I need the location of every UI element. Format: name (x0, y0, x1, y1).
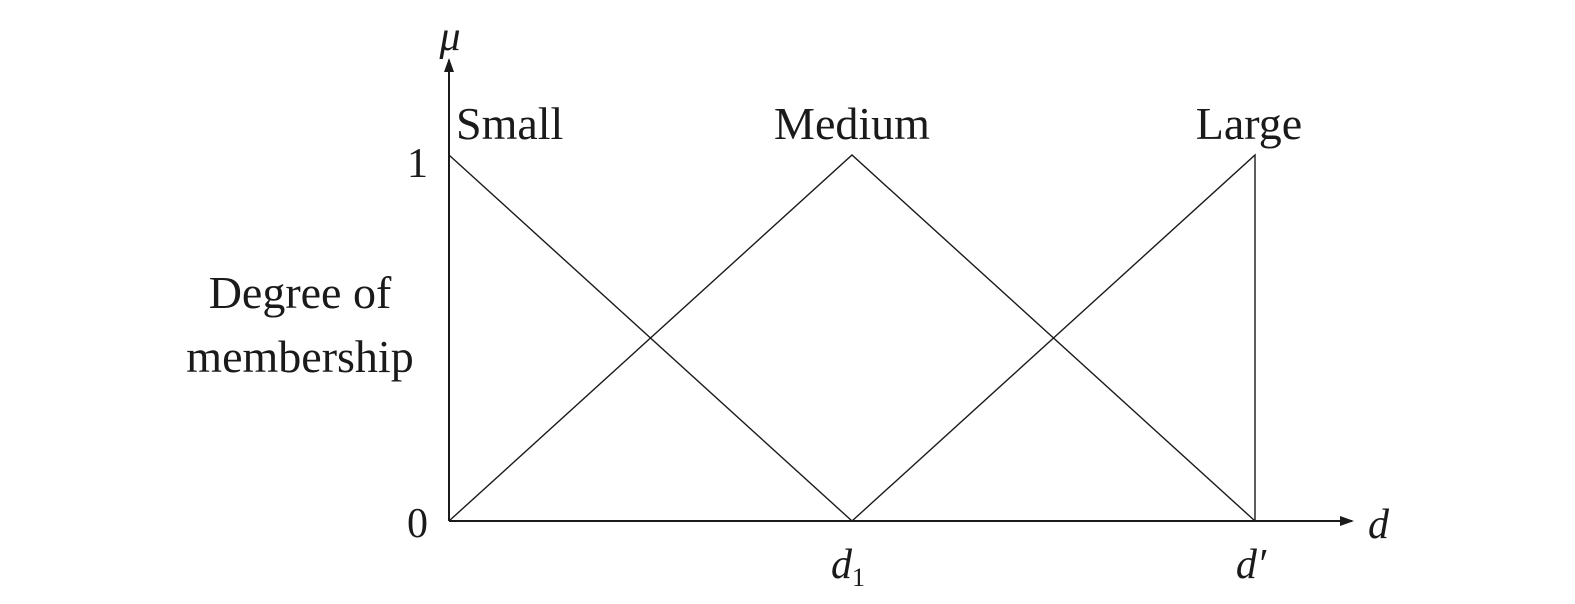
x-tick-label-1: d′ (1236, 542, 1267, 588)
series-label-large: Large (1196, 98, 1302, 149)
y-tick-label-1: 1 (407, 141, 428, 187)
series-medium-line (448, 154, 1256, 522)
series-layer: Small Medium Large (448, 98, 1302, 522)
series-label-small: Small (456, 98, 563, 149)
y-tick-label-0: 0 (407, 501, 428, 547)
x-tick-label-0-subscript: 1 (852, 563, 865, 592)
x-axis-symbol: d (1368, 502, 1390, 548)
x-tick-label-1-main: d′ (1236, 542, 1267, 588)
y-axis-label-line-1: Degree of (209, 267, 392, 318)
y-axis-label-line-2: membership (186, 331, 413, 382)
series-label-medium: Medium (774, 98, 930, 149)
y-axis-symbol: μ (438, 14, 460, 60)
x-tick-label-0-main: d (831, 542, 853, 588)
x-tick-layer: d1 d′ (831, 542, 1267, 592)
x-tick-label-0: d1 (831, 542, 865, 592)
series-large-line (851, 153, 1256, 522)
